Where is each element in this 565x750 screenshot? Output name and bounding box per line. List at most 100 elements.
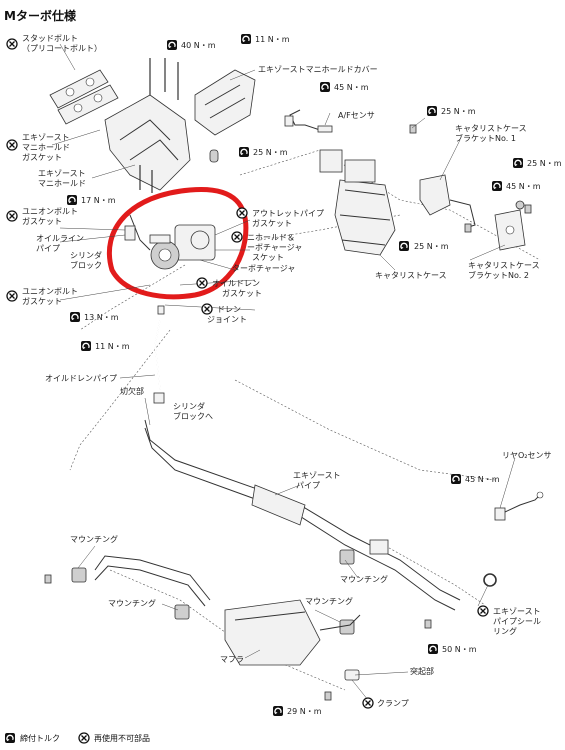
torque-icon [238,146,250,158]
catalyst-bracket-2 [494,200,526,251]
label-turbo: ターボチャージャ [232,264,295,273]
label-seal-ring: エキゾースト [493,607,541,616]
label-torque-17: 17 N・m [81,196,116,205]
label-manifold-cover: エキゾーストマニホールドカバー [258,65,378,74]
label-cyl-block: シリンダ [70,250,102,260]
af-sensor [284,109,333,133]
torque-icon [69,311,81,323]
label-mani-turbo: ニホールド＆ [247,233,295,242]
exhaust-seal-ring [483,573,497,587]
torque-icon [398,240,410,252]
label-torque-25: 25 N・m [414,242,449,251]
label-union-gasket-2: ユニオンボルト [22,287,78,296]
label-cat-bracket-2: キャタリストケース [468,261,540,270]
label-cat-bracket-1: ブラケットNo. 1 [455,133,516,143]
label-ex-mani: マニホールド [38,179,86,188]
torque-icon [491,180,503,192]
oil-drain-pipe [153,300,165,404]
non-reusable-icon [6,139,18,151]
torque-icon [66,194,78,206]
mounting [174,604,190,620]
catalyst-case [319,149,396,256]
label-torque-25: 25 N・m [527,159,562,168]
label-mounting: マウンチング [305,596,353,606]
label-oil-drain-joint: ドレン [217,305,241,314]
torque-icon [427,643,439,655]
label-ex-mani-gasket: ガスケット [22,152,62,162]
label-outlet-gasket: アウトレットパイプ [252,209,324,218]
label-seal-ring: リング [493,626,517,636]
non-reusable-icon [236,207,248,219]
torque-icon [166,39,178,51]
label-union-gasket-2: ガスケット [22,296,62,306]
label-mounting: マウンチング [70,534,118,544]
torque-icon [426,105,438,117]
label-torque-25: 25 N・m [441,107,476,116]
phantom-line [374,539,486,606]
phantom-line [69,329,171,471]
exhaust-pipe [144,419,461,611]
label-oil-line: オイルライン [36,234,84,243]
muffler [224,599,361,666]
torque-icon [80,340,92,352]
label-oil-drain-gasket: オイルドレン [212,279,260,288]
label-cat-bracket-1: キャタリストケース [455,124,527,133]
non-reusable-icon [78,732,90,744]
torque-icon [240,33,252,45]
page-title: Mターボ仕様 [4,8,77,23]
non-reusable-icon [201,303,213,315]
label-oil-drain-pipe: オイルドレンパイプ [45,374,117,383]
label-ex-mani-gasket: エキゾースト [22,133,70,142]
label-cat-case: キャタリストケース [375,271,447,280]
label-union-gasket: ユニオンボルト [22,207,78,216]
label-torque-29: 29 N・m [287,707,322,716]
bolt-hardware [44,124,532,701]
label-torque-45: 45 N・m [334,83,369,92]
label-ex-pipe: パイプ [296,481,320,490]
mounting [339,619,355,635]
label-torque-25: 25 N・m [253,148,288,157]
label-stud-bolt: スタッドボルト [22,34,78,43]
torque-icon [450,473,462,485]
torque-icon [512,157,524,169]
legend-torque-label: 締付トルク [20,733,60,743]
label-to-cyl: シリンダ [173,401,205,411]
label-mounting: マウンチング [108,598,156,608]
exhaust-manifold [104,94,191,191]
legend: 締付トルク 再使用不可部品 [4,732,150,744]
label-seal-ring: パイプシール [493,617,541,626]
label-oil-line: パイプ [36,244,60,253]
label-gasket: スケット [252,253,284,262]
label-notch: 切欠部 [120,386,144,396]
phantom-line [234,379,496,481]
label-torque-45: 45 N・m [506,182,541,191]
rear-o2-sensor [494,491,544,521]
phantom-line [79,264,186,331]
label-torque-11: 11 N・m [95,342,130,351]
stud-bolts [139,58,179,193]
label-torque-11: 11 N・m [255,35,290,44]
label-cyl-block: ブロック [70,260,102,270]
label-oil-drain-joint: ジョイント [207,315,247,324]
torque-icon [319,81,331,93]
label-torque-45: 45 N・m [465,475,500,484]
label-rear-o2: リヤO₂センサ [502,451,552,460]
turbocharger [149,224,216,270]
phantom-line [259,214,401,241]
oil-line-fitting [124,225,136,241]
non-reusable-icon [231,231,243,243]
mounting [71,567,87,583]
label-outlet-gasket: ガスケット [252,218,292,228]
tail-pipe [94,555,211,601]
mounting [339,549,355,565]
label-ex-mani: エキゾースト [38,169,86,178]
non-reusable-icon [6,290,18,302]
label-torque-40: 40 N・m [181,41,216,50]
non-reusable-icon [477,605,489,617]
non-reusable-icon [6,210,18,222]
torque-icon [272,705,284,717]
label-ex-pipe: エキゾースト [293,471,341,480]
oil-line-pipe [129,214,151,251]
label-mani-turbo: ーボチャージャ [247,243,302,252]
